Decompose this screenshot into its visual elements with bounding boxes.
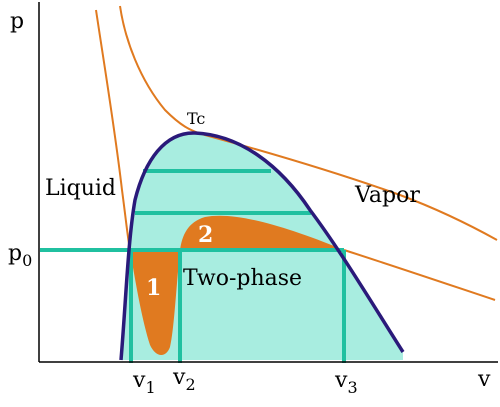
v3-label-main: v [334, 368, 348, 393]
vapor-label: Vapor [354, 183, 420, 208]
v1-label: v1 [132, 368, 156, 397]
p0-label-sub: 0 [22, 251, 32, 270]
v2-label-sub: 2 [185, 375, 195, 394]
v1-label-main: v [132, 368, 146, 393]
p0-label-main: p [8, 241, 22, 266]
area-2-label: 2 [198, 222, 213, 248]
v2-label: v2 [172, 365, 196, 394]
two-phase-dome-boundary [119, 131, 405, 361]
x-axis-label: v [477, 367, 491, 392]
p0-label: p0 [8, 241, 32, 270]
isotherm-low [95, 9, 131, 251]
y-axis-label: p [10, 9, 24, 34]
maxwell-area-2 [180, 215, 344, 250]
isotherm-low-tail [343, 249, 496, 301]
liquid-label: Liquid [45, 176, 116, 201]
area-1-label: 1 [146, 275, 161, 301]
maxwell-area-1 [130, 250, 180, 356]
v1-label-sub: 1 [145, 378, 155, 397]
v3-label-sub: 3 [347, 378, 357, 397]
v3-label: v3 [334, 368, 358, 397]
v2-label-main: v [172, 365, 186, 390]
critical-point-label: Tc [187, 109, 205, 128]
two-phase-label: Two-phase [183, 266, 302, 291]
